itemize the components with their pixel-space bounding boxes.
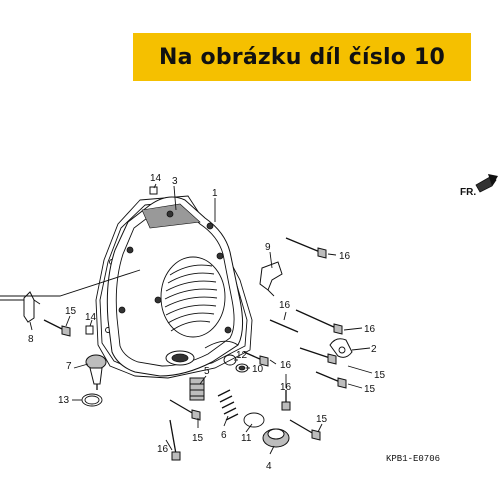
o-ring-part-11 [243,412,265,428]
callout-8: 8 [28,334,34,345]
dowel-part-14-upper [149,186,158,195]
cover-fins [160,256,226,338]
callout-16-upper: 16 [279,300,291,311]
callouts: 1 2 3 4 5 6 7 8 9 10 11 12 13 14 14 15 1… [28,173,386,472]
callout-15-lower-right: 15 [364,384,376,395]
banner-text: Na obrázku díl číslo 10 [159,44,445,70]
callout-16-right: 16 [364,324,376,335]
callout-16-bottom: 16 [157,444,169,455]
sensor-part-7 [85,354,107,390]
callout-12: 12 [236,350,248,361]
callout-16-top: 16 [339,251,351,262]
plug-cap-part-4 [262,428,290,448]
crankcase-cover [106,196,244,377]
bracket-part-8 [23,291,41,323]
direction-label: FR. [460,187,476,198]
callout-2: 2 [371,344,377,355]
callout-3: 3 [172,176,178,187]
leader-lines [0,183,373,455]
diagram-code: KPB1-E0706 [386,454,440,464]
callout-15-bottom-right: 15 [316,414,328,425]
callout-14-upper: 14 [150,173,162,184]
callout-14-lower: 14 [85,312,97,323]
callout-15-center: 15 [192,433,204,444]
callout-11: 11 [241,433,252,444]
part-number-banner: Na obrázku díl číslo 10 [133,33,471,81]
front-direction-arrow-icon [475,174,498,193]
callout-10: 10 [252,364,264,375]
callout-7: 7 [66,361,72,372]
clamp-part-2 [329,338,353,358]
callout-16-center: 16 [280,360,292,371]
dowel-part-14-lower [85,325,94,335]
callout-6: 6 [221,430,227,441]
callout-15-left: 15 [65,306,77,317]
callout-9: 9 [265,242,271,253]
callout-4: 4 [266,461,272,472]
bolts [43,237,347,461]
bracket-part-9 [259,261,283,297]
callout-5: 5 [204,366,210,377]
spring-part-6 [217,389,239,421]
callout-1: 1 [212,188,218,199]
callout-16-mid: 16 [280,382,292,393]
callout-15-right: 15 [374,370,386,381]
callout-13: 13 [58,395,70,406]
